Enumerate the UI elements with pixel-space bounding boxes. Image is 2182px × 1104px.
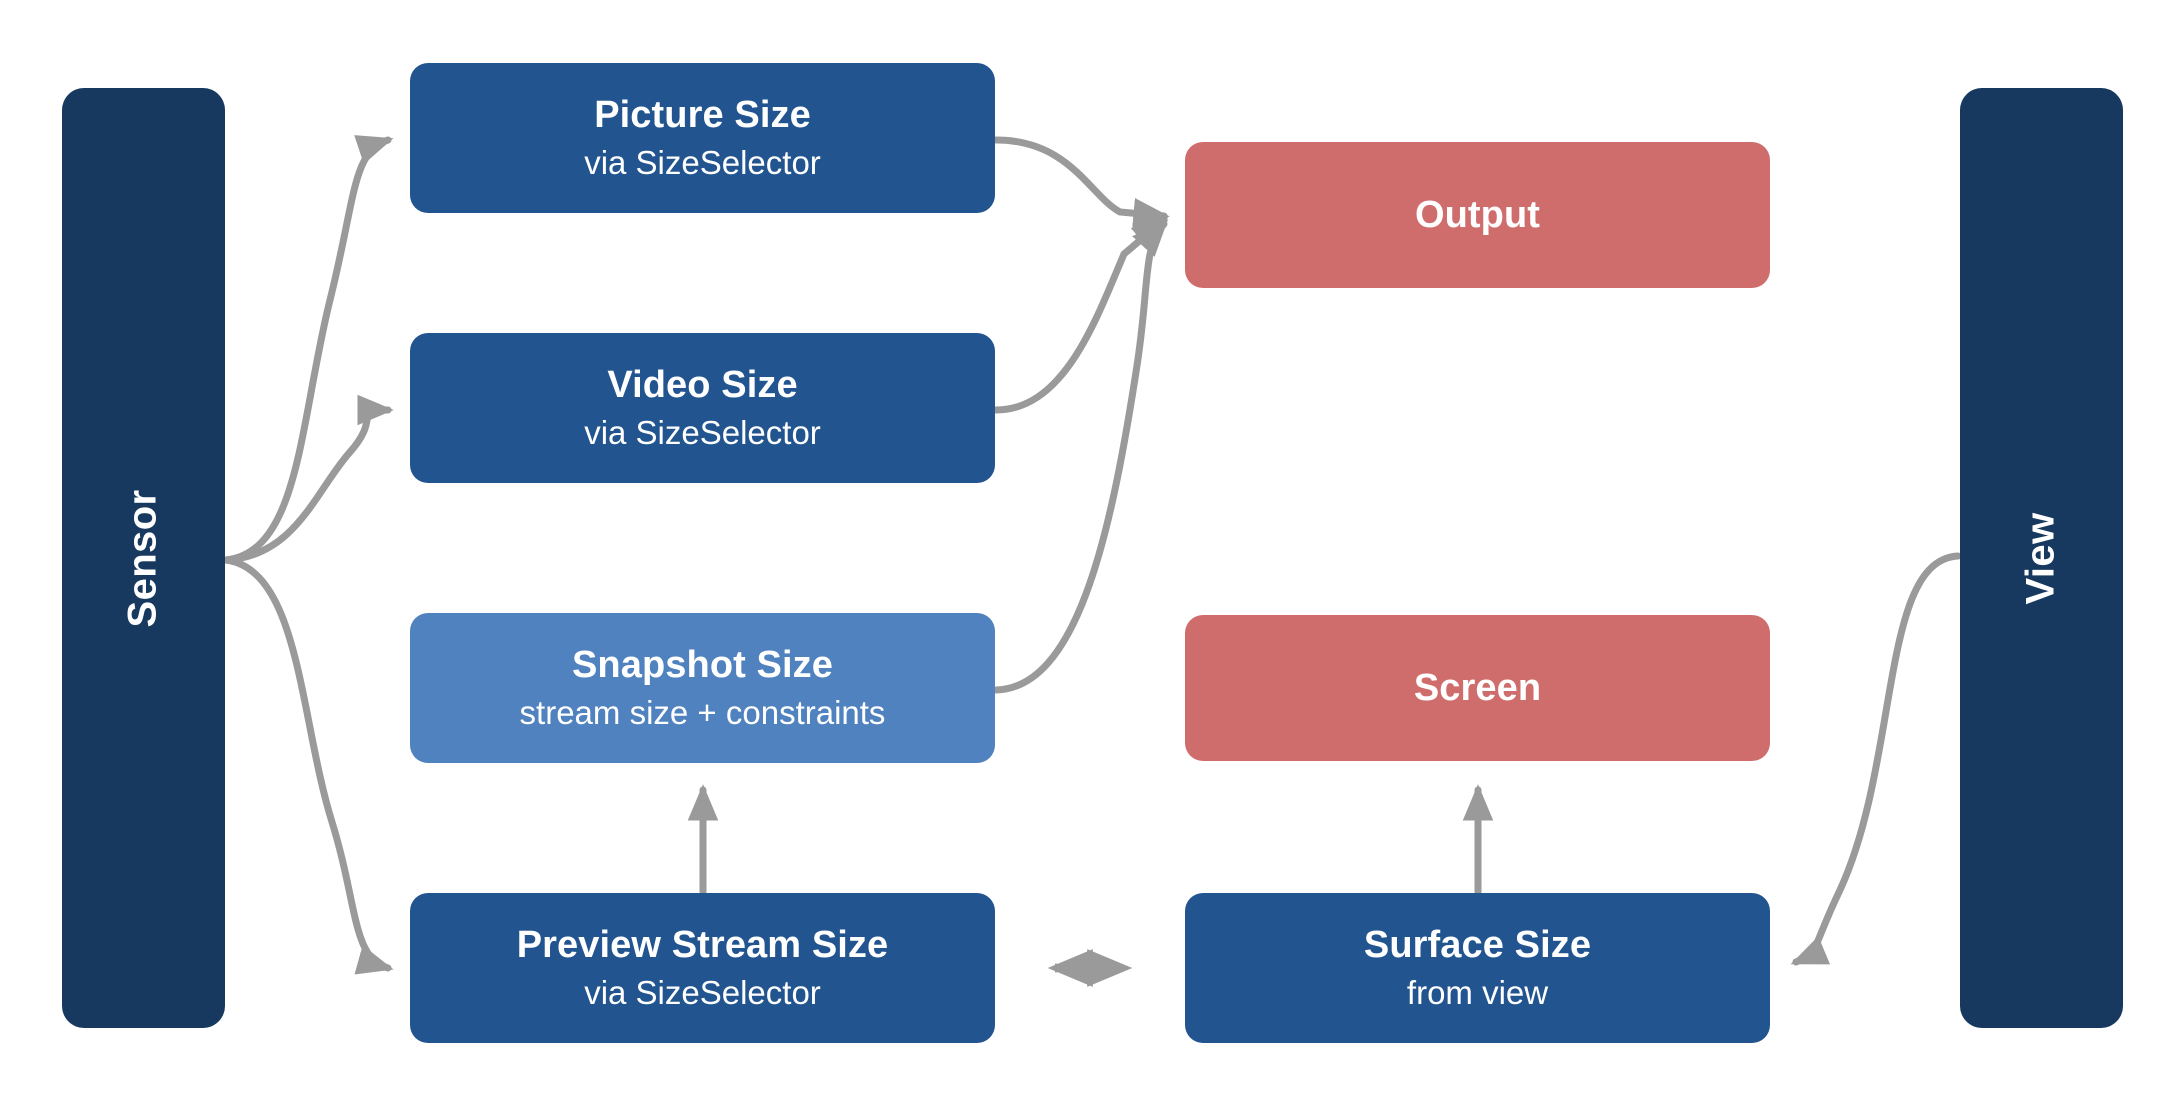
node-picture-size-subtitle: via SizeSelector (584, 143, 821, 181)
node-snapshot-size-title: Snapshot Size (571, 644, 833, 687)
node-output[interactable]: Output (1185, 142, 1770, 288)
node-preview-stream-size[interactable]: Preview Stream Size via SizeSelector (410, 893, 995, 1043)
node-snapshot-size-subtitle: stream size + constraints (519, 693, 886, 731)
node-picture-size-title: Picture Size (594, 94, 811, 137)
node-snapshot-size[interactable]: Snapshot Size stream size + constraints (410, 613, 995, 763)
node-video-size-subtitle: via SizeSelector (584, 413, 821, 451)
node-screen-title: Screen (1413, 666, 1542, 709)
node-preview-stream-size-title: Preview Stream Size (516, 924, 889, 967)
node-screen[interactable]: Screen (1185, 615, 1770, 761)
lane-view-label: View (2019, 511, 2063, 605)
edge-sensor-to-picture-size (222, 135, 394, 564)
node-preview-stream-size-subtitle: via SizeSelector (584, 973, 821, 1011)
edge-snapshot-size-to-output (992, 219, 1168, 694)
node-picture-size[interactable]: Picture Size via SizeSelector (410, 63, 995, 213)
node-surface-size-title: Surface Size (1363, 924, 1592, 967)
node-surface-size-subtitle: from view (1406, 973, 1549, 1011)
lane-view[interactable]: View (1960, 88, 2123, 1028)
edge-picture-size-to-output (992, 136, 1170, 229)
node-video-size-title: Video Size (607, 364, 798, 407)
node-output-title: Output (1414, 193, 1541, 236)
node-surface-size[interactable]: Surface Size from view (1185, 893, 1770, 1043)
node-video-size[interactable]: Video Size via SizeSelector (410, 333, 995, 483)
lane-sensor-label: Sensor (120, 488, 165, 628)
edge-video-size-to-output (992, 216, 1169, 414)
edge-sensor-to-preview-stream-size (222, 556, 394, 975)
edge-sensor-to-video-size (222, 394, 394, 564)
lane-sensor[interactable]: Sensor (62, 88, 225, 1028)
edge-view-to-surface-size (1790, 552, 1962, 966)
